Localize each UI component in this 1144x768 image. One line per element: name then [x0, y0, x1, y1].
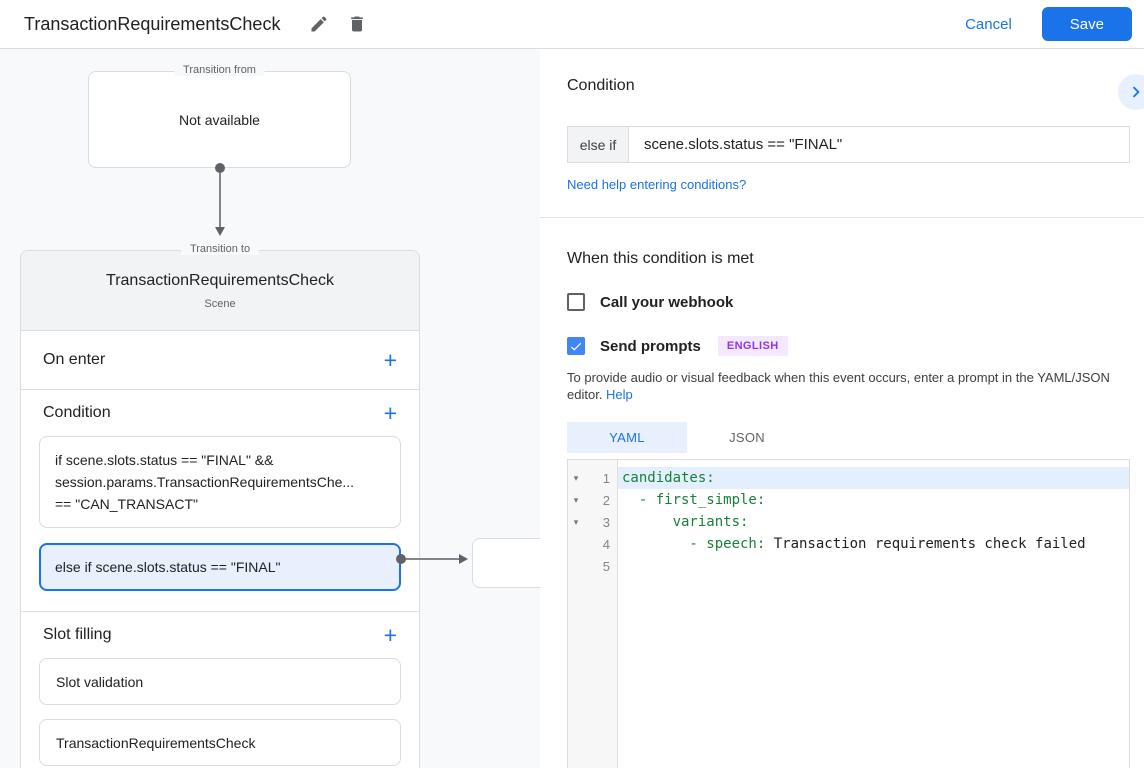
yaml-value: Transaction requirements check failed: [773, 536, 1086, 552]
trash-icon: [351, 16, 364, 32]
gutter-row: ▾ 1: [568, 467, 617, 489]
help-link-row: Need help entering conditions?: [567, 176, 1130, 194]
fold-icon[interactable]: ▾: [573, 472, 579, 483]
condition-item-1-line: if scene.slots.status == "FINAL" &&: [55, 452, 274, 468]
condition-item-1-line: == "CAN_TRANSACT": [55, 496, 198, 512]
connector-dot: [396, 554, 406, 564]
scene-graph-canvas: Transition from Not available Transition…: [0, 49, 540, 768]
scene-node: Transition to TransactionRequirementsChe…: [20, 243, 420, 768]
app-header: TransactionRequirementsCheck Cancel Save: [0, 0, 1144, 49]
send-prompts-checkbox-row: Send prompts ENGLISH: [567, 336, 1130, 356]
condition-item-2-selected[interactable]: else if scene.slots.status == "FINAL": [39, 543, 401, 591]
gutter-row: 5: [568, 555, 617, 577]
language-badge: ENGLISH: [717, 336, 788, 356]
yaml-key: - speech:: [622, 536, 774, 552]
slot-filling-section-row: Slot filling +: [21, 612, 419, 658]
arrow-down-icon: [214, 227, 225, 236]
gutter-row: ▾ 3: [568, 511, 617, 533]
tab-json[interactable]: JSON: [729, 430, 765, 445]
condition-prefix-label: else if: [567, 126, 628, 163]
yaml-code-editor[interactable]: ▾ 1 ▾ 2 ▾ 3 4: [567, 459, 1130, 768]
code-line-4[interactable]: - speech: Transaction requirements check…: [618, 533, 1129, 555]
slot-filling-item[interactable]: TransactionRequirementsCheck: [39, 719, 401, 766]
condition-section: Condition + if scene.slots.status == "FI…: [21, 390, 419, 612]
condition-item-1-line: session.params.TransactionRequirementsCh…: [55, 474, 355, 490]
line-number: 3: [602, 514, 610, 530]
add-condition-button[interactable]: +: [383, 399, 397, 426]
webhook-label: Call your webhook: [600, 293, 734, 311]
save-button[interactable]: Save: [1041, 7, 1132, 41]
transition-to-label: Transition to: [180, 243, 260, 255]
editor-tabs: YAML JSON: [567, 422, 1130, 453]
code-line-2[interactable]: - first_simple:: [618, 489, 1129, 511]
gutter-row: ▾ 2: [568, 489, 617, 511]
add-slot-button[interactable]: +: [383, 621, 397, 648]
collapse-panel-button[interactable]: [1118, 74, 1144, 110]
condition-item-2-line: else if scene.slots.status == "FINAL": [55, 559, 281, 575]
on-enter-section-row: On enter +: [21, 331, 419, 390]
condition-met-title: When this condition is met: [567, 250, 754, 267]
checkmark-icon: [570, 342, 582, 351]
webhook-checkbox-row: Call your webhook: [567, 293, 1130, 311]
slot-validation-item[interactable]: Slot validation: [39, 658, 401, 705]
fold-icon[interactable]: ▾: [573, 494, 579, 505]
prompts-note-text: To provide audio or visual feedback when…: [567, 370, 1110, 402]
transition-from-label: Transition from: [174, 64, 265, 76]
connector-line: [218, 173, 221, 227]
arrow-right-icon: [459, 554, 468, 564]
tab-yaml[interactable]: YAML: [567, 422, 687, 453]
scene-title: TransactionRequirementsCheck: [106, 272, 334, 289]
yaml-key: candidates:: [622, 470, 715, 486]
condition-expression-input[interactable]: [628, 126, 1130, 163]
main-area: Transition from Not available Transition…: [0, 49, 1144, 768]
yaml-key: variants:: [622, 514, 749, 530]
gutter-row: 4: [568, 533, 617, 555]
panel-divider: [540, 217, 1144, 218]
condition-input-row: else if: [567, 126, 1130, 163]
condition-item-1[interactable]: if scene.slots.status == "FINAL" && sess…: [39, 436, 401, 528]
scene-header[interactable]: TransactionRequirementsCheck Scene: [21, 251, 419, 331]
pencil-icon: [311, 16, 327, 32]
note-help-link[interactable]: Help: [606, 387, 633, 402]
cancel-button[interactable]: Cancel: [965, 15, 1012, 33]
scene-type-label: Scene: [204, 298, 236, 310]
condition-editor-panel: Condition else if Need help entering con…: [540, 49, 1144, 768]
code-line-5[interactable]: [618, 555, 1129, 577]
condition-section-row: Condition +: [21, 390, 419, 436]
code-line-3[interactable]: variants:: [618, 511, 1129, 533]
connector-dot: [214, 163, 225, 173]
send-prompts-label: Send prompts: [600, 337, 701, 355]
send-prompts-checkbox[interactable]: [567, 337, 585, 355]
fold-icon[interactable]: ▾: [573, 516, 579, 527]
prompts-note: To provide audio or visual feedback when…: [567, 369, 1130, 403]
delete-scene-button[interactable]: [338, 5, 376, 43]
line-number: 1: [602, 470, 610, 486]
slot-filling-section: Slot filling + Slot validation Transacti…: [21, 612, 419, 766]
transition-connector-horizontal: [396, 554, 468, 564]
page-title: TransactionRequirementsCheck: [24, 13, 281, 34]
editor-code-area[interactable]: candidates: - first_simple: variants: - …: [618, 460, 1129, 768]
line-number: 4: [602, 536, 610, 552]
editor-gutter: ▾ 1 ▾ 2 ▾ 3 4: [568, 460, 618, 768]
edit-scene-name-button[interactable]: [300, 5, 338, 43]
transition-connector-vertical: [214, 163, 225, 236]
on-enter-label: On enter: [43, 351, 106, 368]
slot-filling-label: Slot filling: [43, 626, 112, 643]
transition-from-value: Not available: [179, 111, 260, 128]
transition-from-node: Transition from Not available: [88, 64, 351, 168]
yaml-key: - first_simple:: [622, 492, 766, 508]
chevron-right-icon: [1132, 86, 1140, 98]
panel-title: Condition: [567, 77, 635, 94]
code-line-1[interactable]: candidates:: [618, 467, 1129, 489]
add-on-enter-button[interactable]: +: [383, 346, 397, 373]
condition-section-label: Condition: [43, 404, 111, 421]
transition-target-node[interactable]: [472, 538, 540, 588]
conditions-help-link[interactable]: Need help entering conditions?: [567, 177, 747, 192]
line-number: 5: [602, 558, 610, 574]
connector-line: [406, 558, 459, 560]
webhook-checkbox[interactable]: [567, 293, 585, 311]
line-number: 2: [602, 492, 610, 508]
panel-header: Condition: [567, 77, 1130, 95]
